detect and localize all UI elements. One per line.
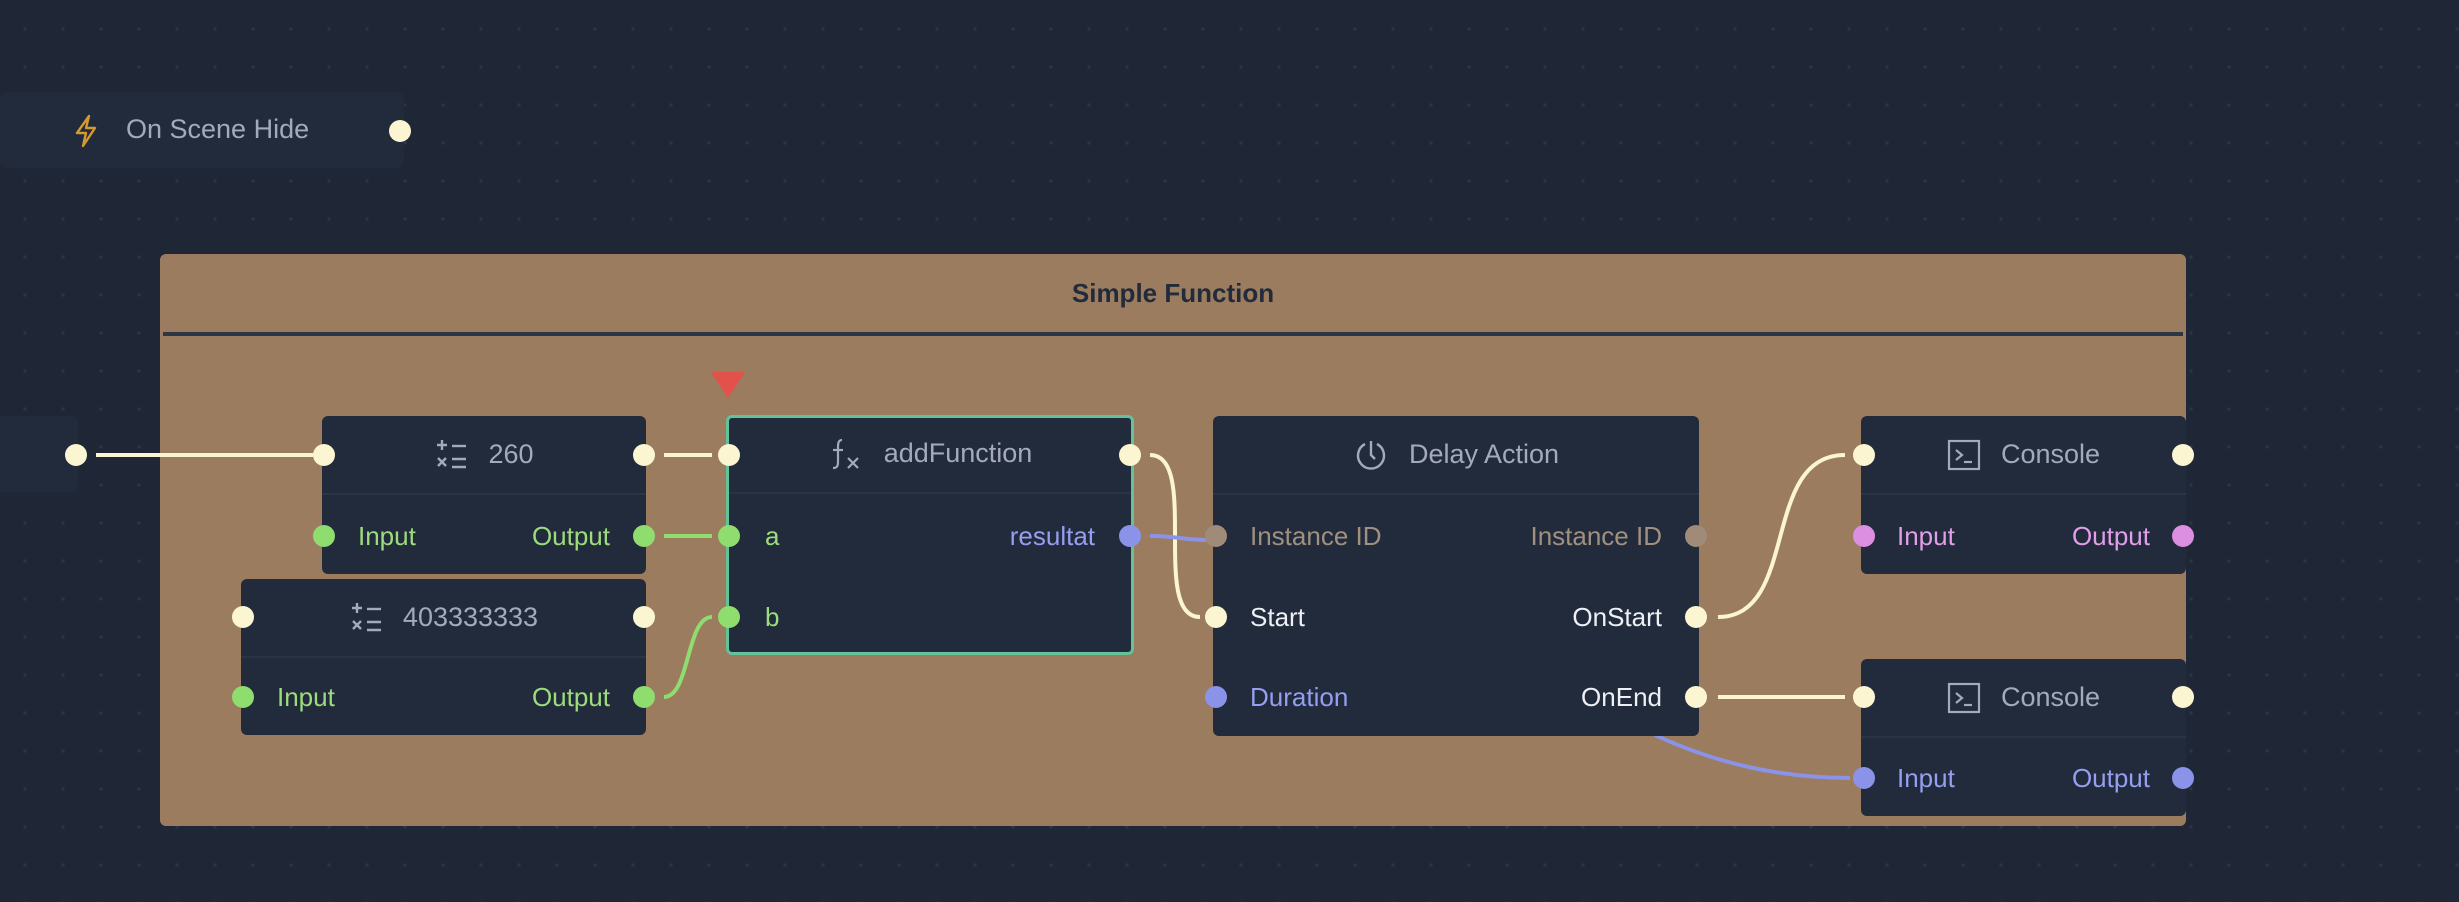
breakpoint-marker-icon[interactable] [709,370,747,405]
console-2-input-socket[interactable] [1853,767,1875,789]
number-403333333-output-socket[interactable] [633,686,655,708]
wire-403-output-to-b-front [663,615,713,699]
add-function-title: addFunction [883,438,1033,468]
console-1-input-label: Input [1897,521,1955,551]
number-260-input-label: Input [358,521,416,551]
timer-icon [1353,437,1389,473]
stub-exec-out-socket[interactable] [65,444,87,466]
delay-onstart-label: OnStart [1572,602,1662,632]
delay-duration-label: Duration [1250,682,1349,712]
console-1-exec-out-socket[interactable] [2172,444,2194,466]
delay-duration-socket[interactable] [1205,686,1227,708]
console-node-1[interactable]: Console Input Output [1861,416,2186,574]
number-403333333-input-socket[interactable] [232,686,254,708]
add-function-result-label: resultat [1009,521,1095,551]
delay-action-title: Delay Action [1408,439,1560,469]
number-260-input-socket[interactable] [313,525,335,547]
number-260-exec-out-socket[interactable] [633,444,655,466]
delay-action-node[interactable]: Delay Action Instance ID Instance ID Sta… [1213,416,1699,736]
on-scene-hide-node[interactable]: On Scene Hide [0,92,404,168]
number-403333333-input-label: Input [277,682,335,712]
number-403333333-exec-out-socket[interactable] [633,606,655,628]
delay-onend-socket[interactable] [1685,686,1707,708]
console-2-exec-in-socket[interactable] [1853,686,1875,708]
number-403333333-value: 403333333 [402,602,539,632]
on-scene-hide-title: On Scene Hide [126,114,310,144]
on-scene-hide-exec-out-socket[interactable] [389,120,411,142]
number-260-output-label: Output [531,521,610,551]
console-2-input-label: Input [1897,763,1955,793]
console-2-output-label: Output [2071,763,2150,793]
function-icon [828,436,864,472]
console-2-output-socket[interactable] [2172,767,2194,789]
add-function-result-socket[interactable] [1119,525,1141,547]
group-title: Simple Function [1071,278,1275,308]
add-function-a-socket[interactable] [718,525,740,547]
bolt-icon [72,114,100,148]
add-function-param-b: b [765,602,780,632]
number-260-output-socket[interactable] [633,525,655,547]
terminal-icon [1947,681,1981,715]
delay-instance-id-in-label: Instance ID [1250,521,1382,551]
wire-onstart-to-console1-front [1717,453,1846,619]
console-2-title: Console [2000,682,2101,712]
delay-instance-id-out-socket[interactable] [1685,525,1707,547]
add-function-b-socket[interactable] [718,606,740,628]
delay-instance-id-out-label: Instance ID [1530,521,1662,551]
console-1-input-socket[interactable] [1853,525,1875,547]
number-260-value: 260 [488,439,534,469]
console-1-output-label: Output [2071,521,2150,551]
delay-onend-label: OnEnd [1581,682,1662,712]
number-node-260[interactable]: 260 Input Output [322,416,646,574]
console-1-exec-in-socket[interactable] [1853,444,1875,466]
add-function-param-a: a [765,521,780,551]
console-1-title: Console [2000,439,2101,469]
add-function-exec-out-socket[interactable] [1119,444,1141,466]
number-403333333-output-label: Output [531,682,610,712]
delay-onstart-socket[interactable] [1685,606,1707,628]
console-node-2[interactable]: Console Input Output [1861,659,2186,816]
delay-instance-id-in-socket[interactable] [1205,525,1227,547]
terminal-icon [1947,438,1981,472]
number-260-exec-in-socket[interactable] [313,444,335,466]
delay-start-socket[interactable] [1205,606,1227,628]
console-2-exec-out-socket[interactable] [2172,686,2194,708]
calculator-icon [349,601,383,635]
add-function-exec-in-socket[interactable] [718,444,740,466]
number-403333333-exec-in-socket[interactable] [232,606,254,628]
add-function-node[interactable]: addFunction a resultat b [726,415,1134,655]
console-1-output-socket[interactable] [2172,525,2194,547]
delay-start-label: Start [1250,602,1305,632]
group-divider [163,332,2183,336]
calculator-icon [434,438,468,472]
wire-generic-to-console2-input-front [1654,733,1851,780]
wire-result-to-instance-front [1149,534,1211,542]
number-node-403333333[interactable]: 403333333 Input Output [241,579,646,735]
